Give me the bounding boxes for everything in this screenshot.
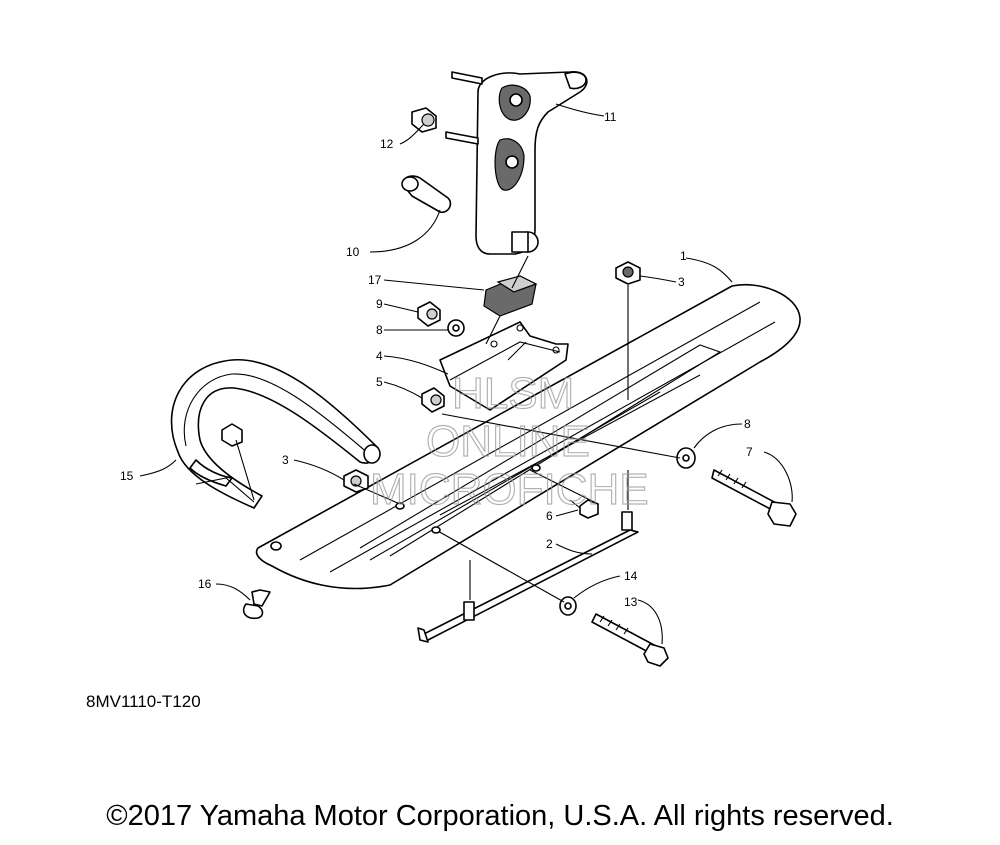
callout-10: 10 [346, 245, 360, 259]
rubber-block-part-17 [483, 275, 538, 317]
diagram-code: 8MV1110-T120 [86, 692, 201, 711]
nut-part-9 [417, 301, 441, 327]
bolt-part-13 [591, 613, 669, 667]
nut-part-3-lower [221, 423, 369, 493]
bolt-part-6 [569, 499, 599, 519]
callout-4: 4 [376, 349, 383, 363]
leader-lines [139, 103, 793, 645]
callout-13: 13 [624, 595, 638, 609]
watermark: HLSM ONLINE MICROFICHE [369, 368, 649, 514]
callout-8-right: 8 [744, 417, 751, 431]
washer-part-14 [559, 596, 577, 616]
ski-loop-part-15 [170, 359, 381, 509]
callout-12: 12 [380, 137, 394, 151]
screw-part-16 [242, 589, 271, 620]
watermark-line-3: MICROFICHE [370, 465, 649, 514]
callout-2: 2 [546, 537, 553, 551]
washer-part-8-upper [447, 319, 465, 337]
bolt-part-7 [711, 469, 797, 527]
callout-15: 15 [120, 469, 134, 483]
callout-labels: 11 12 10 1 3 17 9 8 4 5 8 7 3 15 6 2 14 … [120, 110, 753, 609]
callout-16: 16 [198, 577, 212, 591]
callout-8-upper: 8 [376, 323, 383, 337]
ski-part-1 [255, 284, 801, 590]
callout-6: 6 [546, 509, 553, 523]
watermark-line-2: ONLINE [426, 417, 590, 466]
callout-3-upper: 3 [678, 275, 685, 289]
callout-17: 17 [368, 273, 382, 287]
nut-part-12 [411, 107, 437, 133]
callout-14: 14 [624, 569, 638, 583]
copyright-notice: ©2017 Yamaha Motor Corporation, U.S.A. A… [106, 800, 894, 832]
callout-5: 5 [376, 375, 383, 389]
nut-part-5 [421, 387, 445, 413]
bracket-part-4 [439, 321, 569, 411]
nut-part-3-upper [615, 261, 641, 400]
spindle-part-11 [445, 71, 588, 255]
watermark-line-1: HLSM [452, 369, 574, 418]
callout-7: 7 [746, 445, 753, 459]
callout-3-lower: 3 [282, 453, 289, 467]
callout-1: 1 [680, 249, 687, 263]
wear-bar-part-2 [417, 470, 639, 643]
assembly-lines [235, 255, 681, 603]
callout-9: 9 [376, 297, 383, 311]
bushing-part-10 [401, 175, 452, 214]
callout-11: 11 [604, 110, 617, 124]
